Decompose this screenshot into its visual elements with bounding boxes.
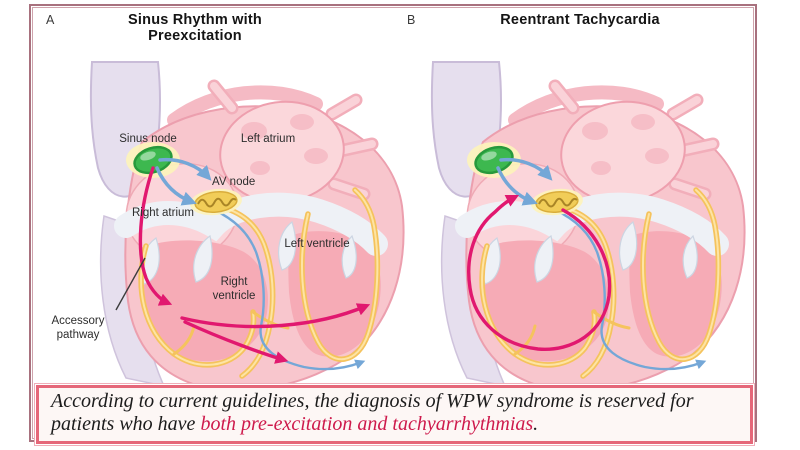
aortic-arch xyxy=(167,85,323,127)
panel-a-letter: A xyxy=(46,13,55,27)
caption-box: According to current guidelines, the dia… xyxy=(34,383,755,446)
bundle-branch xyxy=(553,208,707,371)
right-ventricle-cavity xyxy=(141,240,268,362)
left-atrium-label: Left atrium xyxy=(240,133,296,145)
preexcitation-arrows xyxy=(138,166,371,364)
aortic-arch xyxy=(508,85,664,127)
heart-diagram-reentrant xyxy=(430,61,746,388)
av-node-label: AV node xyxy=(212,176,256,188)
right-ventricle-cavity xyxy=(482,240,609,362)
caption-box-inner: According to current guidelines, the dia… xyxy=(36,385,753,444)
right-atrium-label: Right atrium xyxy=(132,207,194,219)
valve-plane xyxy=(114,192,388,256)
internodal-arrows xyxy=(155,157,212,206)
heart-diagram-preexcitation xyxy=(89,61,405,388)
valve-plane xyxy=(455,192,729,256)
accessory-pathway-arrow xyxy=(138,166,173,306)
heart-anatomy xyxy=(89,61,405,388)
internodal-arrows xyxy=(496,157,553,206)
caption-text-after: . xyxy=(533,413,539,435)
caption-text: According to current guidelines, the dia… xyxy=(51,390,738,436)
reentry-loop-arrow xyxy=(467,194,612,351)
heart-anatomy xyxy=(430,61,746,388)
av-node-squiggle xyxy=(538,197,578,208)
accessory-pathway-pointer xyxy=(115,257,146,311)
right-ventricle-label: Right ventricle xyxy=(212,276,256,302)
av-node-squiggle xyxy=(197,197,237,208)
purkinje-fibers xyxy=(479,187,722,379)
vein-ostia-spots xyxy=(582,114,669,175)
sinus-node-label: Sinus node xyxy=(119,133,177,145)
caption-highlight: both pre-excitation and tachyarrhythmias xyxy=(200,413,534,435)
left-ventricle-label: Left ventricle xyxy=(284,238,350,250)
caption-text-before: According to current guidelines, the dia… xyxy=(51,390,694,435)
panel-b-title: Reentrant Tachycardia xyxy=(500,12,660,28)
accessory-pathway-label: Accessory pathway xyxy=(51,315,105,341)
panel-b-letter: B xyxy=(407,13,416,27)
panel-a-title: Sinus Rhythm with Preexcitation xyxy=(128,12,262,44)
valve-leaflets xyxy=(140,220,357,285)
vein-ostia-spots xyxy=(241,114,328,175)
